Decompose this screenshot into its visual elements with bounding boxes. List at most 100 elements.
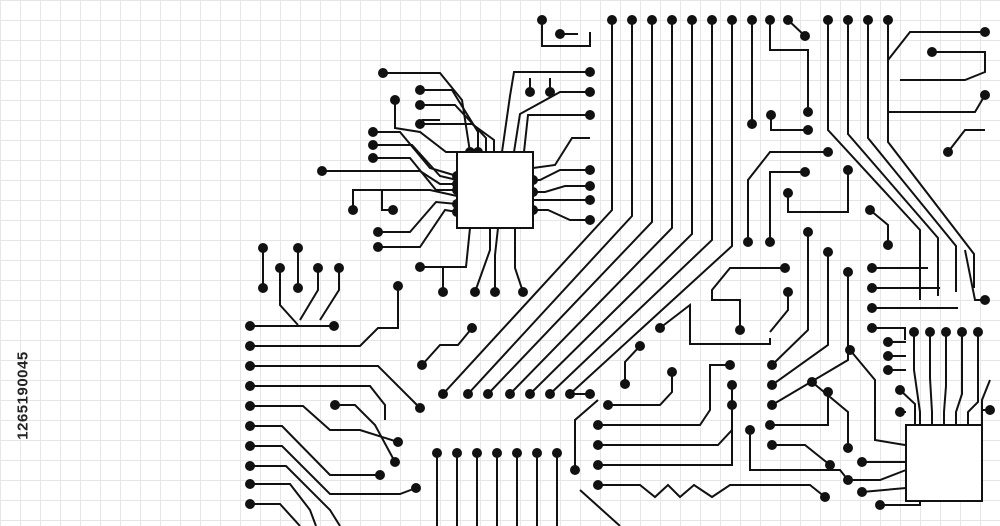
solder-pad — [585, 181, 595, 191]
solder-pad — [807, 377, 817, 387]
solder-pad — [667, 367, 677, 377]
circuit-trace — [250, 483, 317, 526]
circuit-trace — [574, 399, 599, 470]
solder-pad — [334, 263, 344, 273]
circuit-trace — [769, 171, 805, 242]
solder-pad — [368, 127, 378, 137]
solder-pad — [767, 440, 777, 450]
solder-pad — [470, 287, 480, 297]
circuit-trace — [509, 20, 673, 395]
circuit-trace — [513, 91, 590, 153]
circuit-trace — [420, 123, 495, 152]
solder-pad — [857, 487, 867, 497]
solder-pad — [390, 95, 400, 105]
solder-pad — [985, 405, 995, 415]
solder-pad — [490, 287, 500, 297]
solder-pad — [245, 401, 255, 411]
solder-pad — [883, 351, 893, 361]
solder-pad — [245, 479, 255, 489]
solder-pad — [745, 425, 755, 435]
circuit-trace — [659, 302, 771, 345]
circuit-trace — [747, 151, 828, 242]
solder-pad — [925, 327, 935, 337]
circuit-trace — [532, 137, 590, 169]
microchip-bottom-right — [905, 424, 983, 502]
solder-pad — [393, 437, 403, 447]
solder-pad — [565, 389, 575, 399]
solder-pad — [743, 237, 753, 247]
solder-pad — [843, 165, 853, 175]
circuit-trace — [250, 425, 380, 476]
solder-pad — [766, 110, 776, 120]
solder-pad — [532, 448, 542, 458]
circuit-trace — [861, 487, 907, 493]
solder-pad — [545, 87, 555, 97]
solder-pad — [980, 27, 990, 37]
solder-pad — [373, 242, 383, 252]
circuit-trace — [771, 272, 849, 406]
solder-pad — [687, 15, 697, 25]
solder-pad — [867, 283, 877, 293]
solder-pad — [863, 15, 873, 25]
solder-pad — [585, 389, 595, 399]
circuit-trace — [420, 104, 487, 152]
circuit-trace — [769, 292, 789, 333]
solder-pad — [293, 243, 303, 253]
circuit-trace — [770, 115, 808, 131]
circuit-trace — [322, 170, 457, 185]
circuit-trace — [847, 20, 939, 296]
solder-pad — [525, 389, 535, 399]
circuit-trace — [250, 385, 386, 420]
circuit-trace — [549, 20, 713, 395]
microchip-top-left — [456, 151, 534, 229]
solder-pad — [980, 90, 990, 100]
solder-pad — [348, 205, 358, 215]
circuit-trace — [827, 20, 921, 300]
solder-pad — [512, 448, 522, 458]
solder-pad — [747, 15, 757, 25]
solder-pad — [803, 125, 813, 135]
solder-pad — [317, 166, 327, 176]
solder-pad — [245, 441, 255, 451]
solder-pad — [667, 15, 677, 25]
circuit-trace — [947, 129, 985, 153]
solder-pad — [823, 15, 833, 25]
solder-pad — [585, 67, 595, 77]
solder-pad — [593, 460, 603, 470]
solder-pad — [800, 31, 810, 41]
solder-pad — [415, 262, 425, 272]
solder-pad — [411, 483, 421, 493]
circuit-trace — [250, 503, 301, 526]
circuit-trace — [624, 345, 641, 384]
circuit-trace — [887, 31, 986, 113]
solder-pad — [767, 400, 777, 410]
solder-pad — [492, 448, 502, 458]
circuit-trace — [598, 405, 733, 466]
solder-pad — [895, 385, 905, 395]
solder-pad — [438, 389, 448, 399]
solder-pad — [857, 457, 867, 467]
solder-pad — [388, 205, 398, 215]
circuit-trace — [250, 405, 399, 443]
solder-pad — [607, 15, 617, 25]
solder-pad — [415, 119, 425, 129]
circuit-trace — [867, 20, 957, 292]
circuit-trace — [872, 327, 906, 340]
solder-pad — [980, 295, 990, 305]
circuit-trace — [494, 227, 499, 292]
circuit-trace — [394, 100, 465, 153]
circuit-trace — [378, 200, 458, 233]
circuit-trace — [541, 20, 591, 47]
solder-pad — [735, 325, 745, 335]
solder-pad — [525, 87, 535, 97]
circuit-trace — [929, 332, 933, 425]
solder-pad — [843, 267, 853, 277]
solder-pad — [867, 263, 877, 273]
solder-pad — [765, 237, 775, 247]
solder-pad — [390, 457, 400, 467]
circuit-trace — [569, 20, 733, 395]
solder-pad — [941, 327, 951, 337]
solder-pad — [620, 379, 630, 389]
solder-pad — [483, 389, 493, 399]
circuit-trace — [487, 20, 653, 395]
